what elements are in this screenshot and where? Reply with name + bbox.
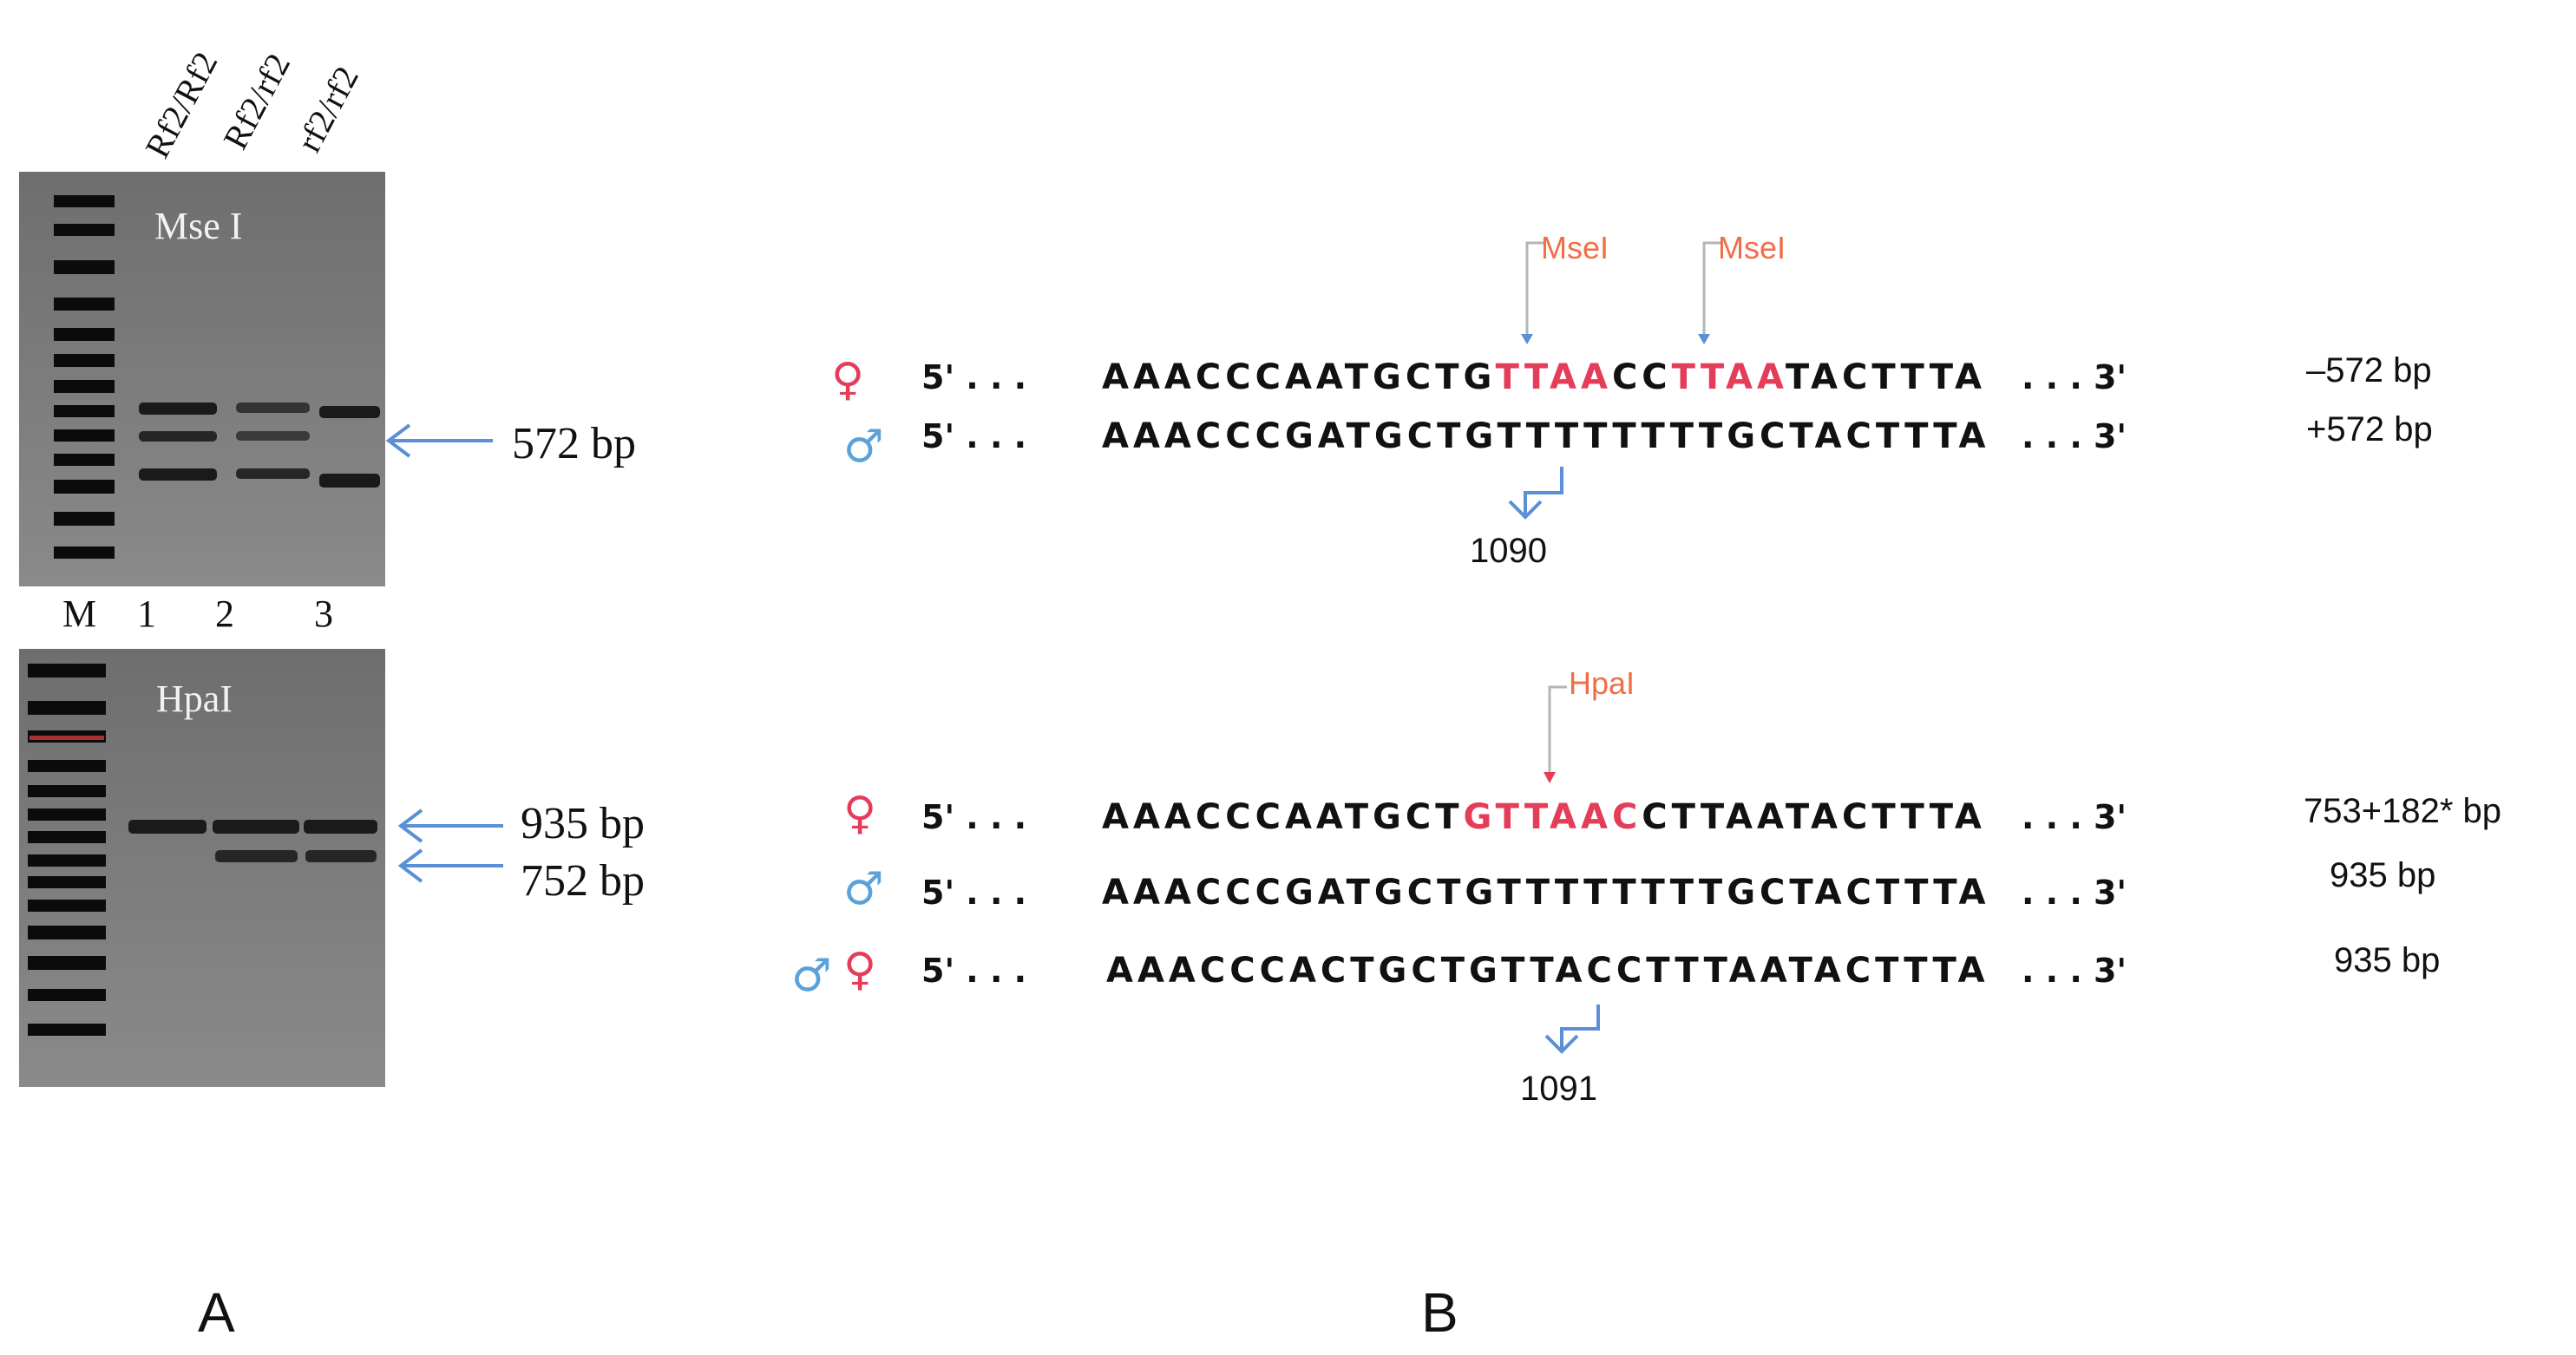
- prime5-bottom-1: 5' . . .: [921, 798, 1026, 836]
- size-top-1: –572 bp: [2306, 351, 2432, 389]
- prime5-bottom-2: 5' . . .: [921, 874, 1026, 912]
- arrow-572: [385, 423, 493, 458]
- male-symbol-bottom-2: ♂: [843, 863, 884, 915]
- top-ladder: [54, 195, 115, 559]
- position-1091: 1091: [1520, 1070, 1597, 1108]
- panel-letter-a: A: [198, 1281, 235, 1344]
- bottom-gel-image: HpaI: [19, 649, 385, 1087]
- prime3-bottom-2: . . . 3': [2022, 874, 2127, 912]
- top-bands: [139, 403, 380, 488]
- panel-letter-b: B: [1421, 1281, 1458, 1344]
- panel-a: Rf2/Rf2 Rf2/rf2 rf2/rf2: [19, 45, 645, 1344]
- msei-site-2: MseI: [1698, 230, 1786, 344]
- bottom-bands: [128, 820, 377, 862]
- msei-label-2: MseI: [1718, 230, 1786, 265]
- prime3-top-1: . . . 3': [2022, 358, 2127, 396]
- msei-site-1: MseI: [1521, 230, 1609, 344]
- size-bottom-1: 753+182* bp: [2304, 792, 2501, 830]
- lane-label-3: 3: [314, 592, 333, 635]
- lane-label-1: 1: [137, 592, 156, 635]
- male-symbol-bottom-3: ♂: [791, 950, 832, 1002]
- prime5-top-1: 5' . . .: [921, 358, 1026, 396]
- arrow-752: [397, 848, 503, 883]
- size-bottom-3: 935 bp: [2334, 941, 2440, 979]
- female-symbol-bottom-1: ♀: [843, 788, 876, 840]
- hpai-site: HpaI: [1544, 665, 1635, 783]
- msei-label-1: MseI: [1541, 230, 1609, 265]
- prime3-top-2: . . . 3': [2022, 417, 2127, 455]
- sequence-top-male: AAACCCGATGCTGTTTTTTTTGCTACTTTA: [1102, 416, 1989, 456]
- lane-label-m: M: [62, 592, 96, 635]
- panel-b: MseI MseI ♀ 5' . . . AAACCCAATGCTGTTAACC…: [791, 230, 2501, 1344]
- arrow-935: [397, 808, 503, 843]
- sequence-bottom-male: AAACCCGATGCTGTTTTTTTTGCTACTTTA: [1102, 873, 1989, 913]
- lane-header-3: rf2/rf2: [289, 60, 366, 158]
- size-top-2: +572 bp: [2306, 410, 2433, 448]
- prime5-top-2: 5' . . .: [921, 417, 1026, 455]
- sequence-top-female: AAACCCAATGCTGTTAACCTTAATACTTTA: [1102, 357, 1986, 397]
- male-symbol-top-2: ♂: [843, 421, 884, 473]
- position-1090: 1090: [1470, 532, 1547, 570]
- position-marker-1091: [1544, 1005, 1600, 1054]
- lane-label-2: 2: [215, 592, 234, 635]
- bottom-ladder: [28, 664, 106, 1036]
- lane-header-1: Rf2/Rf2: [137, 45, 225, 164]
- label-935bp: 935 bp: [521, 799, 645, 848]
- lane-header-2: Rf2/rf2: [215, 47, 298, 155]
- hpai-label: HpaI: [1569, 665, 1635, 701]
- position-marker-1090: [1508, 467, 1563, 520]
- sequence-bottom-both: AAACCCACTGCTGTTACCTTTAATACTTTA: [1106, 951, 1989, 991]
- top-gel-image: Mse I: [19, 172, 385, 586]
- prime3-bottom-3: . . . 3': [2022, 952, 2127, 990]
- label-752bp: 752 bp: [521, 856, 645, 906]
- label-572bp: 572 bp: [512, 419, 636, 468]
- prime3-bottom-1: . . . 3': [2022, 798, 2127, 836]
- bottom-gel-enzyme-label: HpaI: [156, 678, 233, 720]
- female-symbol-top-1: ♀: [831, 354, 864, 406]
- prime5-bottom-3: 5' . . .: [921, 952, 1026, 990]
- sequence-bottom-female: AAACCCAATGCTGTTAACCTTAATACTTTA: [1102, 797, 1986, 837]
- size-bottom-2: 935 bp: [2330, 856, 2435, 894]
- top-gel-enzyme-label: Mse I: [154, 205, 242, 247]
- female-symbol-bottom-3: ♀: [843, 944, 876, 996]
